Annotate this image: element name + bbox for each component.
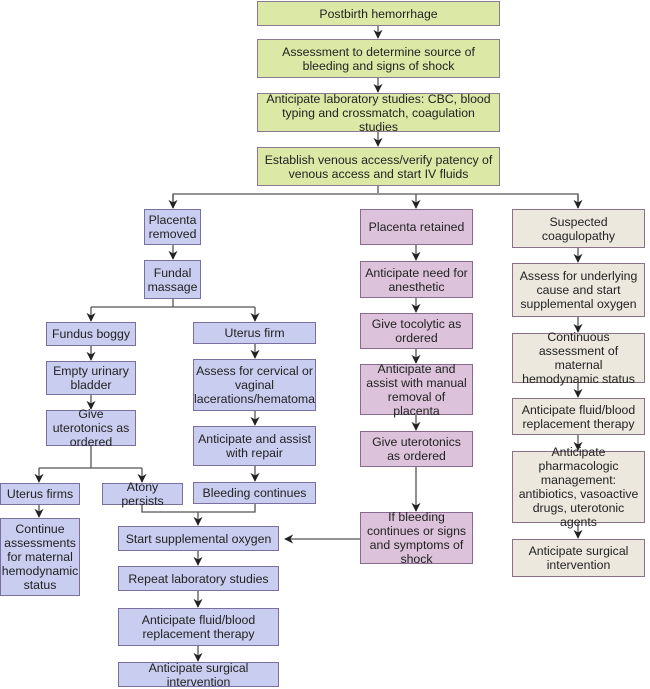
split-connector: [172, 193, 579, 208]
repeat-lab-box: Repeat laboratory studies: [118, 566, 279, 591]
placenta-retained-box: Placenta retained: [360, 209, 473, 245]
underlying-cause-box: Assess for underlying cause and start su…: [512, 263, 645, 317]
start-oxygen-box: Start supplemental oxygen: [118, 526, 279, 551]
assessment-box: Assessment to determine source of bleedi…: [257, 39, 500, 78]
lab-studies-box: Anticipate laboratory studies: CBC, bloo…: [257, 92, 500, 134]
coag-fluid-replacement-box: Anticipate fluid/blood replacement thera…: [512, 398, 645, 435]
atony-persists-box: Atony persists: [102, 480, 183, 508]
postbirth-hemorrhage-box: Postbirth hemorrhage: [257, 1, 500, 26]
suspected-coagulopathy-box: Suspected coagulopathy: [512, 209, 645, 248]
uterus-firms-box: Uterus firms: [0, 483, 80, 505]
assess-lacerations-box: Assess for cervical or vaginal laceratio…: [193, 359, 316, 411]
fundus-boggy-box: Fundus boggy: [46, 322, 136, 346]
empty-bladder-box: Empty urinary bladder: [46, 361, 136, 395]
continuous-assessment-box: Continuous assessment of maternal hemody…: [512, 330, 645, 386]
continue-assessments-box: Continue assessments for maternal hemody…: [0, 518, 80, 596]
fundal-massage-box: Fundal massage: [144, 260, 201, 299]
fluid-replacement-box: Anticipate fluid/blood replacement thera…: [118, 608, 279, 646]
coag-surgical-box: Anticipate surgical intervention: [512, 539, 645, 577]
uterus-firm-box: Uterus firm: [193, 322, 316, 344]
retained-uterotonics-box: Give uterotonics as ordered: [360, 431, 473, 467]
assist-repair-box: Anticipate and assist with repair: [193, 426, 316, 466]
anesthetic-box: Anticipate need for anesthetic: [360, 261, 473, 298]
surgical-intervention-box: Anticipate surgical intervention: [118, 661, 279, 689]
tocolytic-box: Give tocolytic as ordered: [360, 313, 473, 349]
give-uterotonics-box: Give uterotonics as ordered: [46, 407, 136, 449]
bleeding-shock-box: If bleeding continues or signs and sympt…: [360, 510, 473, 566]
venous-access-box: Establish venous access/verify patency o…: [257, 147, 500, 186]
manual-removal-box: Anticipate and assist with manual remova…: [360, 362, 473, 418]
bleeding-continues-box: Bleeding continues: [193, 482, 316, 504]
pharmacologic-box: Anticipate pharmacologic management: ant…: [512, 445, 645, 529]
placenta-removed-box: Placenta removed: [144, 209, 201, 245]
